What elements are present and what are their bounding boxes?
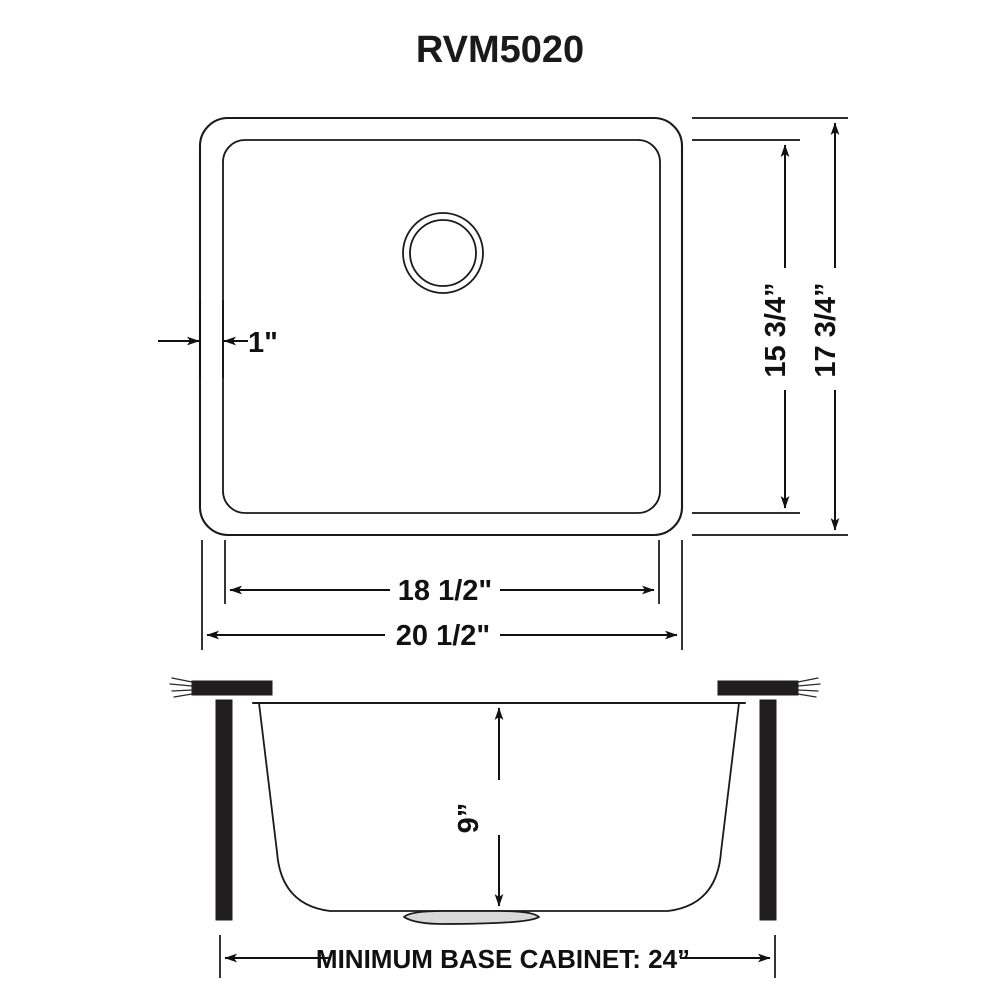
dimension-rim-width: 1" (158, 300, 278, 378)
dimension-min-base-cabinet: MINIMUM BASE CABINET: 24” (219, 935, 776, 978)
dimension-label-overall-height: 17 3/4” (810, 282, 842, 377)
dimension-overall-height: 17 3/4” (692, 117, 848, 536)
countertop-left-icon (169, 677, 273, 698)
top-view: 1" 15 3/4” 17 3/4” (158, 116, 848, 652)
dimension-overall-width: 20 1/2" (201, 540, 683, 652)
dimension-label-bowl-depth: 9” (453, 803, 485, 834)
dimension-label-rim-width: 1" (248, 327, 278, 359)
dimension-bowl-depth: 9” (453, 707, 504, 907)
cabinet-wall-right (759, 699, 777, 921)
dimension-label-bowl-width: 18 1/2" (398, 575, 492, 607)
dimension-bowl-height: 15 3/4” (692, 139, 800, 514)
drain-hole-icon (402, 212, 484, 294)
dimension-label-bowl-height: 15 3/4” (760, 282, 792, 377)
cabinet-wall-left (215, 699, 233, 921)
drain-boss (403, 910, 540, 925)
page-title: RVM5020 (416, 29, 584, 71)
dimension-label-overall-width: 20 1/2" (396, 620, 490, 652)
dimension-label-min-base-cabinet: MINIMUM BASE CABINET: 24” (316, 944, 690, 974)
cross-section-view: 9” MINIMUM BASE CABINET: 24” (169, 677, 821, 978)
sink-inner-bowl (222, 139, 661, 514)
dimension-bowl-width: 18 1/2" (224, 540, 660, 607)
countertop-right-icon (717, 677, 821, 698)
